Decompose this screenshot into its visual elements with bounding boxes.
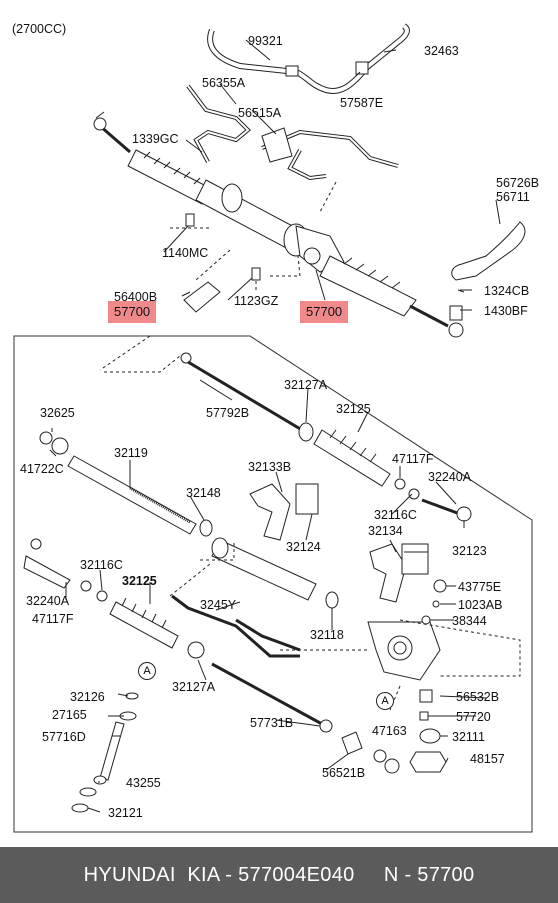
part-label-32123[interactable]: 32123 [452,544,487,558]
steering-gear-exploded-view [13,23,533,833]
part-label-47117f-right[interactable]: 47117F [392,452,434,466]
footer-reference: N - 57700 [383,864,475,886]
part-label-32463[interactable]: 32463 [424,44,459,58]
pinion-shaft [99,721,125,781]
part-label-1324cb[interactable]: 1324CB [484,284,530,298]
part-label-43775e[interactable]: 43775E [458,580,502,594]
part-label-32240a-left[interactable]: 32240A [26,594,70,608]
rack-bar [67,455,197,535]
part-label-56400b[interactable]: 56400B [114,290,158,304]
part-label-32240a-right[interactable]: 32240A [428,470,472,484]
highlight-part-57700-right[interactable]: 57700 [300,301,349,323]
part-label-32625[interactable]: 32625 [40,406,75,420]
detail-marker-a-left: A [138,662,156,680]
part-number-footer: HYUNDAI KIA - 577004E040 N - 57700 [0,847,558,903]
part-label-56711[interactable]: 56711 [496,190,530,204]
part-label-41722c[interactable]: 41722C [20,462,64,476]
detail-marker-a-right: A [376,692,394,710]
part-label-32121[interactable]: 32121 [108,806,143,820]
part-label-32127a-bottom[interactable]: 32127A [172,680,216,694]
part-label-57587e[interactable]: 57587E [340,96,384,110]
part-label-56355a[interactable]: 56355A [202,76,246,90]
valve-housing [367,621,441,681]
idler-arm [451,221,526,281]
inner-tie-rod-right [104,355,301,431]
part-label-1123gz[interactable]: 1123GZ [234,294,279,308]
part-label-1140mc[interactable]: 1140MC [162,246,209,260]
part-label-32134[interactable]: 32134 [368,524,403,538]
part-label-57716d[interactable]: 57716D [42,730,86,744]
part-label-32126[interactable]: 32126 [70,690,105,704]
part-label-43255[interactable]: 43255 [126,776,161,790]
part-label-32116c-right[interactable]: 32116C [374,508,417,522]
part-label-3245y[interactable]: 3245Y [200,598,237,612]
part-label-32125-top[interactable]: 32125 [336,402,371,416]
part-label-47117f-left[interactable]: 47117F [32,612,74,626]
part-label-32111[interactable]: 32111 [452,730,485,744]
part-label-99321[interactable]: 99321 [248,34,283,48]
part-label-48157[interactable]: 48157 [470,752,505,766]
parts-diagram: (2700CC) 99321 32463 56355A 57587E 56515… [12,22,540,833]
part-label-56532b[interactable]: 56532B [456,690,500,704]
part-label-56515a[interactable]: 56515A [238,106,282,120]
part-label-57720[interactable]: 57720 [456,710,491,724]
part-label-32119[interactable]: 32119 [114,446,148,460]
part-label-32148[interactable]: 32148 [186,486,221,500]
highlight-part-57700-left[interactable]: 57700 [108,301,157,323]
engine-note: (2700CC) [12,22,67,36]
part-label-32133b[interactable]: 32133B [248,460,292,474]
inner-tie-rod-left [211,662,323,726]
transfer-pipe [171,594,300,658]
part-label-57731b[interactable]: 57731B [250,716,294,730]
part-label-32118[interactable]: 32118 [310,628,344,642]
part-label-32127a-top[interactable]: 32127A [284,378,328,392]
part-label-47163[interactable]: 47163 [372,724,407,738]
part-label-38344[interactable]: 38344 [452,614,487,628]
part-label-32125-bold[interactable]: 32125 [122,574,157,588]
part-label-27165[interactable]: 27165 [52,708,87,722]
part-label-32116c-left[interactable]: 32116C [80,558,123,572]
part-label-32124[interactable]: 32124 [286,540,321,554]
part-label-1339gc[interactable]: 1339GC [132,132,179,146]
footer-brand-part-number: HYUNDAI KIA - 577004E040 [83,864,355,886]
detail-enclosure [13,335,533,833]
part-label-57792b[interactable]: 57792B [206,406,250,420]
part-label-56726b[interactable]: 56726B [496,176,540,190]
part-label-1430bf[interactable]: 1430BF [484,304,528,318]
part-label-56521b[interactable]: 56521B [322,766,366,780]
rack-housing [93,111,464,338]
part-label-1023ab[interactable]: 1023AB [458,598,503,612]
